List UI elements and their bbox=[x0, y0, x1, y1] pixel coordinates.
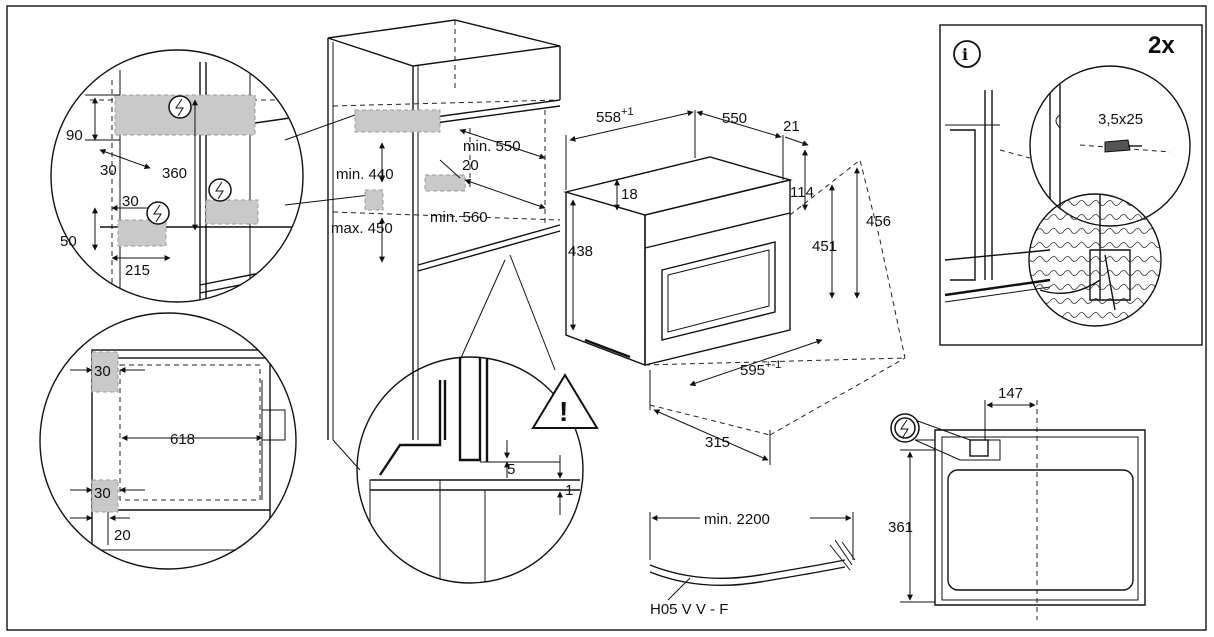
dim-20-top: 20 bbox=[462, 157, 479, 174]
quantity-label: 2x bbox=[1148, 32, 1175, 59]
dim-360: 360 bbox=[162, 165, 187, 182]
screw-size-label: 3,5x25 bbox=[1098, 111, 1143, 128]
dim-20-bottom: 20 bbox=[114, 527, 131, 544]
power-connection-icon bbox=[168, 95, 192, 119]
dim-30-d: 30 bbox=[94, 485, 111, 502]
detail-circle-top-left: 90 30 360 30 50 215 bbox=[50, 49, 304, 303]
dim-min-560: min. 560 bbox=[430, 209, 488, 226]
dim-315: 315 bbox=[705, 434, 730, 451]
screw-icon bbox=[1104, 139, 1131, 153]
dim-min-550: min. 550 bbox=[463, 138, 521, 155]
dim-30-b: 30 bbox=[122, 193, 139, 210]
dim-147: 147 bbox=[998, 385, 1023, 402]
dim-215: 215 bbox=[125, 262, 150, 279]
dim-451: 451 bbox=[812, 238, 837, 255]
dim-21: 21 bbox=[783, 118, 800, 135]
outer-frame bbox=[6, 5, 1207, 631]
power-connection-icon bbox=[208, 178, 232, 202]
mounting-info-panel: i 2x 3,5x25 bbox=[939, 24, 1203, 346]
cable-type-label: H05 V V - F bbox=[650, 601, 728, 618]
detail-circle-mid-left: 30 618 30 20 bbox=[39, 312, 297, 570]
dim-5: 5 bbox=[507, 461, 515, 478]
oven: 558+1 550 21 18 114 456 438 451 595+-1 3… bbox=[563, 106, 906, 465]
dim-30-a: 30 bbox=[100, 162, 117, 179]
dim-min-2200: min. 2200 bbox=[704, 511, 770, 528]
dim-min-440: min. 440 bbox=[336, 166, 394, 183]
power-connection-icon bbox=[146, 201, 170, 225]
cabinet: min. 440 max. 450 min. 550 20 min. 560 bbox=[327, 19, 561, 471]
power-cable: min. 2200 H05 V V - F bbox=[649, 508, 856, 618]
dim-114: 114 bbox=[790, 184, 814, 201]
dim-438: 438 bbox=[568, 243, 593, 260]
detail-circle-bottom-center: ! 5 1 bbox=[356, 356, 599, 584]
svg-text:!: ! bbox=[559, 396, 568, 427]
dim-595: 595+-1 bbox=[740, 359, 781, 379]
warning-triangle-icon: ! bbox=[531, 373, 599, 429]
info-icon: i bbox=[953, 40, 981, 68]
dim-90: 90 bbox=[66, 127, 83, 144]
oven-front-view: 147 361 bbox=[888, 385, 1146, 620]
svg-text:i: i bbox=[962, 45, 968, 64]
dim-361: 361 bbox=[888, 519, 913, 536]
dim-1: 1 bbox=[565, 482, 573, 499]
callout-lines-lower bbox=[459, 254, 556, 371]
dim-456: 456 bbox=[866, 213, 891, 230]
power-connection-icon bbox=[890, 413, 920, 443]
dim-max-450: max. 450 bbox=[331, 220, 393, 237]
dim-30-c: 30 bbox=[94, 363, 111, 380]
dim-618: 618 bbox=[170, 431, 195, 448]
dim-550: 550 bbox=[722, 110, 747, 127]
dim-558: 558+1 bbox=[596, 106, 634, 126]
dim-18: 18 bbox=[621, 186, 638, 203]
dim-50: 50 bbox=[60, 233, 77, 250]
